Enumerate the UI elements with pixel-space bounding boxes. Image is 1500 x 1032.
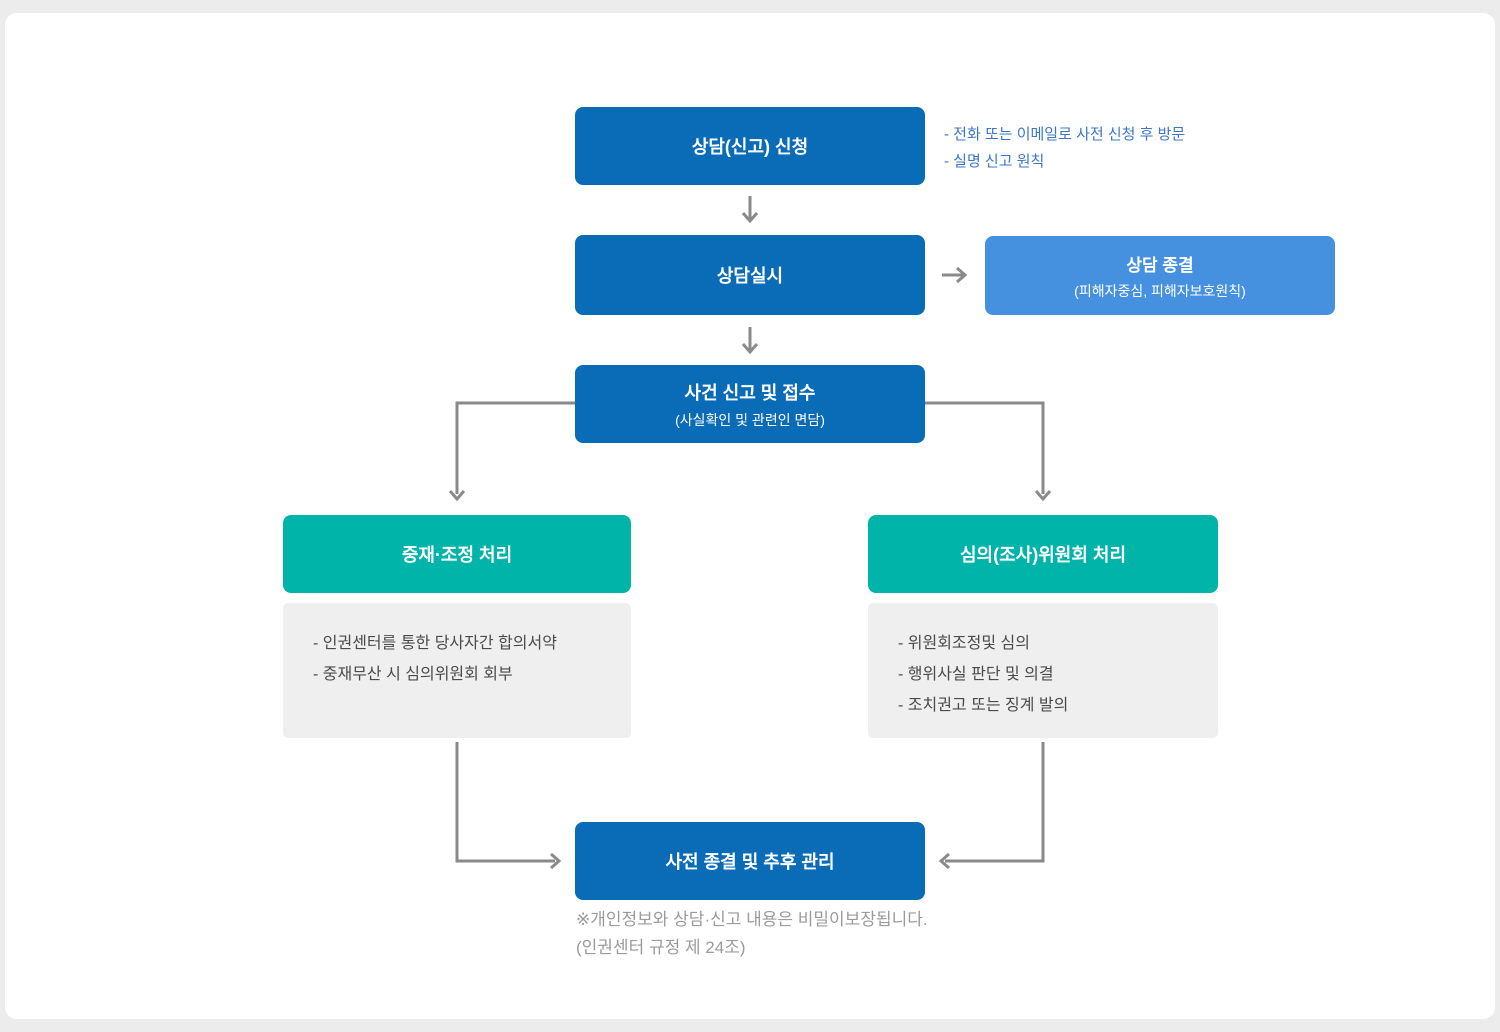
node-committee: 심의(조사)위원회 처리 bbox=[868, 515, 1218, 593]
node-apply: 상담(신고) 신청 bbox=[575, 107, 925, 185]
node-mediation-title: 중재·조정 처리 bbox=[401, 545, 513, 565]
node-report-subtitle: (사실확인 및 관련인 면담) bbox=[675, 411, 825, 428]
node-mediation: 중재·조정 처리 bbox=[283, 515, 631, 593]
node-report: 사건 신고 및 접수 (사실확인 및 관련인 면담) bbox=[575, 365, 925, 443]
node-report-title: 사건 신고 및 접수 bbox=[684, 382, 816, 403]
node-consult-end-subtitle: (피해자중심, 피해자보호원칙) bbox=[1074, 282, 1246, 299]
apply-note-line: - 전화 또는 이메일로 사전 신청 후 방문 bbox=[944, 126, 1186, 143]
panel-detail-line: - 중재무산 시 심의위원회 회부 bbox=[313, 666, 513, 683]
apply-notes: - 전화 또는 이메일로 사전 신청 후 방문 - 실명 신고 원칙 bbox=[944, 121, 1185, 175]
node-consult-title: 상담실시 bbox=[716, 266, 784, 286]
panel-detail-line: - 조치권고 또는 징계 발의 bbox=[898, 697, 1069, 714]
panel-detail-line: - 인권센터를 통한 당사자간 합의서약 bbox=[313, 635, 557, 652]
apply-note-line: - 실명 신고 원칙 bbox=[944, 153, 1045, 170]
panel-detail-line: - 위원회조정및 심의 bbox=[898, 635, 1030, 652]
node-committee-title: 심의(조사)위원회 처리 bbox=[959, 545, 1127, 565]
node-apply-title: 상담(신고) 신청 bbox=[691, 137, 809, 157]
panel-mediation-details: - 인권센터를 통한 당사자간 합의서약 - 중재무산 시 심의위원회 회부 bbox=[283, 603, 631, 738]
panel-detail-line: - 행위사실 판단 및 의결 bbox=[898, 666, 1054, 683]
footnote-line-2: (인권센터 규정 제 24조) bbox=[576, 938, 746, 957]
node-closing-title: 사전 종결 및 추후 관리 bbox=[665, 852, 835, 872]
node-closing: 사전 종결 및 추후 관리 bbox=[575, 822, 925, 900]
footnote: ※개인정보와 상담·신고 내용은 비밀이보장됩니다. (인권센터 규정 제 24… bbox=[576, 906, 928, 962]
footnote-line-1: ※개인정보와 상담·신고 내용은 비밀이보장됩니다. bbox=[576, 910, 928, 929]
node-consult-end-title: 상담 종결 bbox=[1126, 255, 1194, 275]
node-consult: 상담실시 bbox=[575, 235, 925, 315]
panel-committee-details: - 위원회조정및 심의 - 행위사실 판단 및 의결 - 조치권고 또는 징계 … bbox=[868, 603, 1218, 738]
node-consult-end: 상담 종결 (피해자중심, 피해자보호원칙) bbox=[985, 236, 1335, 315]
